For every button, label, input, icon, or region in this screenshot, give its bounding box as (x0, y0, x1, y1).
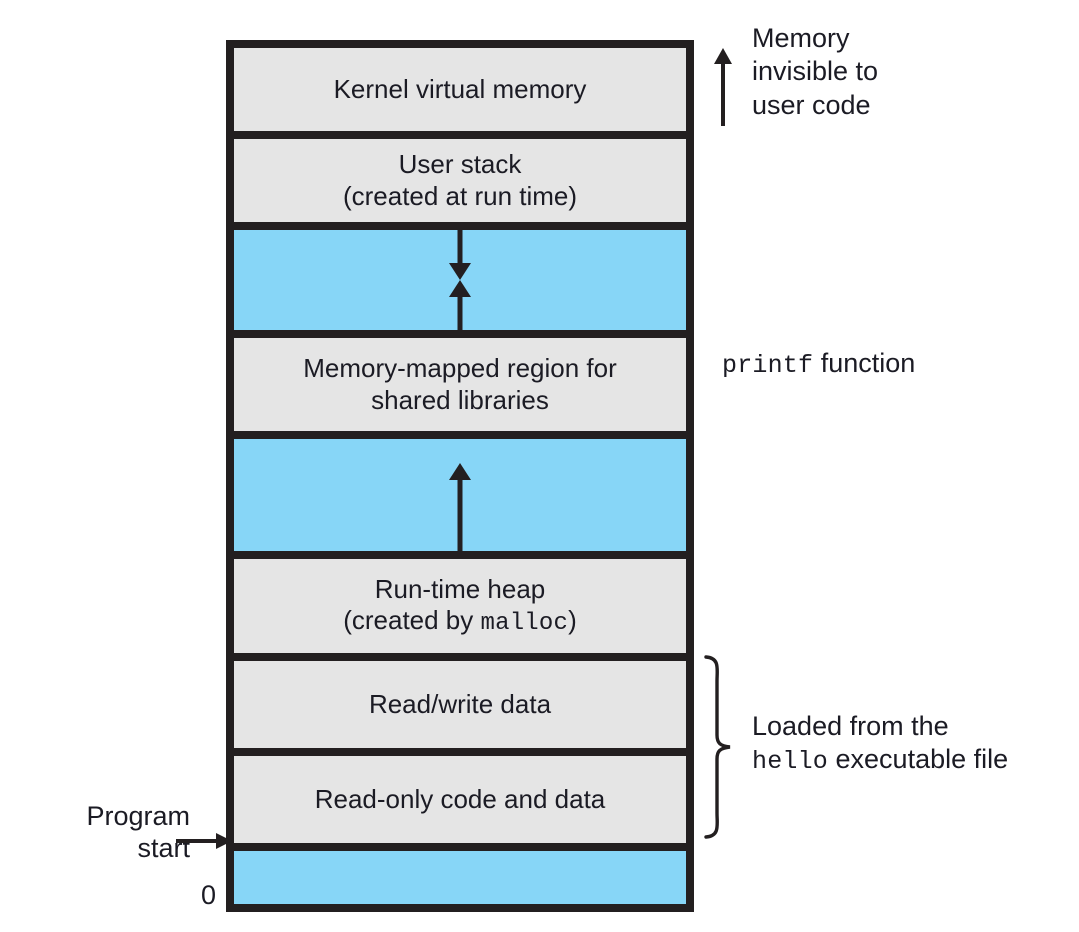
program-start-line-2: start (137, 833, 190, 864)
program-start-line-1: Program (86, 801, 190, 831)
memory-block-label: Read/write data (368, 688, 552, 719)
printf-annotation-suffix: function (813, 348, 916, 378)
user-stack-line-1: User stack (398, 148, 522, 179)
loaded-from-line-2-suffix: executable file (828, 744, 1009, 775)
hello-code-token: hello (752, 747, 829, 777)
loaded-from-line-1: Loaded from the (752, 711, 949, 741)
program-start-right-arrow-icon (176, 833, 232, 849)
memory-gap-mmap-to-heap (234, 431, 686, 551)
memory-block-label: User stack (created at run time) (333, 149, 587, 212)
curly-brace-icon (704, 655, 731, 839)
memory-gap-unmapped-low-memory (234, 843, 686, 904)
mmap-grows-up-arrow-icon (449, 280, 471, 330)
memory-block-memory-mapped-region: Memory-mapped region for shared librarie… (234, 330, 686, 431)
stack-grows-down-arrow-icon (449, 230, 471, 280)
mmap-line-1: Memory-mapped region for (303, 352, 617, 383)
memory-block-label: Kernel virtual memory (333, 73, 587, 104)
memory-block-label: Read-only code and data (314, 783, 606, 814)
memory-block-run-time-heap: Run-time heap (created by malloc) (234, 551, 686, 653)
memory-block-label: Memory-mapped region for shared librarie… (293, 353, 627, 416)
memory-block-label: Run-time heap (created by malloc) (333, 574, 587, 639)
malloc-code-token: malloc (480, 610, 569, 638)
loaded-from-line-2: hello executable file (752, 743, 1072, 777)
memory-block-read-only-code-and-data: Read-only code and data (234, 748, 686, 843)
kernel-annotation-line-1: Memory (752, 23, 850, 53)
heap-line-1: Run-time heap (374, 573, 546, 604)
memory-gap-stack-to-mmap (234, 222, 686, 330)
annotation-printf-function: printf function (722, 347, 1042, 381)
user-stack-line-2: (created at run time) (342, 180, 578, 211)
label-address-zero: 0 (200, 880, 216, 910)
printf-code-token: printf (722, 351, 814, 380)
mmap-line-2: shared libraries (371, 384, 549, 415)
kernel-annotation-line-2: invisible to (752, 56, 879, 87)
label-program-start: Program start (10, 800, 190, 865)
kernel-annotation-line-3: user code (752, 89, 871, 120)
kernel-annotation-up-arrow-icon (714, 48, 732, 126)
memory-block-user-stack: User stack (created at run time) (234, 131, 686, 222)
heap-line-2-prefix: (created by (343, 605, 481, 636)
heap-line-2-suffix: ) (568, 605, 577, 636)
memory-block-kernel-virtual-memory: Kernel virtual memory (234, 48, 686, 131)
annotation-memory-invisible-to-user-code: Memory invisible to user code (752, 22, 1052, 122)
heap-grows-up-arrow-icon (449, 463, 471, 551)
virtual-address-space-column: Kernel virtual memory User stack (create… (226, 40, 694, 912)
annotation-loaded-from-hello-executable: Loaded from the hello executable file (752, 710, 1072, 777)
memory-block-read-write-data: Read/write data (234, 653, 686, 748)
